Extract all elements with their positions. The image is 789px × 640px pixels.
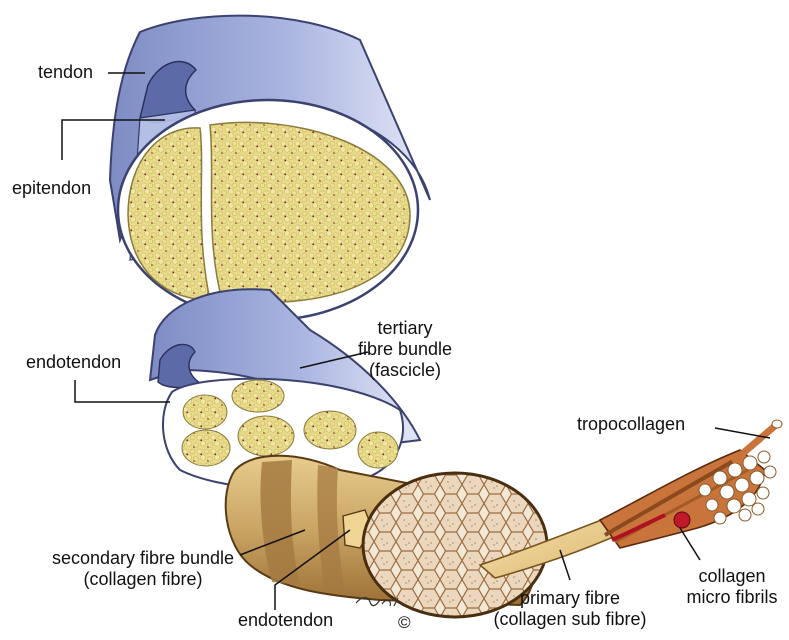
- label-micro-line2: micro fibrils: [676, 587, 788, 608]
- secondary-bundle: [182, 430, 230, 466]
- microfibril-end: [674, 512, 690, 528]
- secondary-bundle: [232, 380, 284, 412]
- label-epitendon: epitendon: [12, 178, 91, 199]
- label-primary-fibre: primary fibre (collagen sub fibre): [470, 588, 670, 630]
- label-secondary-line1: secondary fibre bundle: [38, 548, 248, 569]
- label-tertiary-line2: fibre bundle: [340, 339, 470, 360]
- secondary-bundle: [304, 411, 356, 449]
- label-primary-line2: (collagen sub fibre): [470, 609, 670, 630]
- label-endotendon-lower: endotendon: [238, 610, 333, 631]
- label-tertiary-line3: (fascicle): [340, 360, 470, 381]
- copyright-symbol: ©: [398, 612, 411, 633]
- tropocollagen-rod-end: [772, 420, 782, 428]
- secondary-bundle: [183, 395, 227, 429]
- label-tropocollagen: tropocollagen: [577, 414, 685, 435]
- label-secondary-fibre-bundle: secondary fibre bundle (collagen fibre): [38, 548, 248, 590]
- label-tendon: tendon: [38, 62, 93, 83]
- leader-micro: [680, 528, 700, 560]
- label-secondary-line2: (collagen fibre): [38, 569, 248, 590]
- label-endotendon-upper: endotendon: [26, 352, 121, 373]
- label-tertiary-line1: tertiary: [340, 318, 470, 339]
- label-tertiary-fibre-bundle: tertiary fibre bundle (fascicle): [340, 318, 470, 381]
- label-collagen-micro-fibrils: collagen micro fibrils: [676, 566, 788, 608]
- leader-endotendon-upper: [75, 380, 170, 402]
- secondary-bundle: [238, 416, 294, 456]
- label-micro-line1: collagen: [676, 566, 788, 587]
- secondary-bundle: [358, 432, 398, 468]
- label-primary-line1: primary fibre: [470, 588, 670, 609]
